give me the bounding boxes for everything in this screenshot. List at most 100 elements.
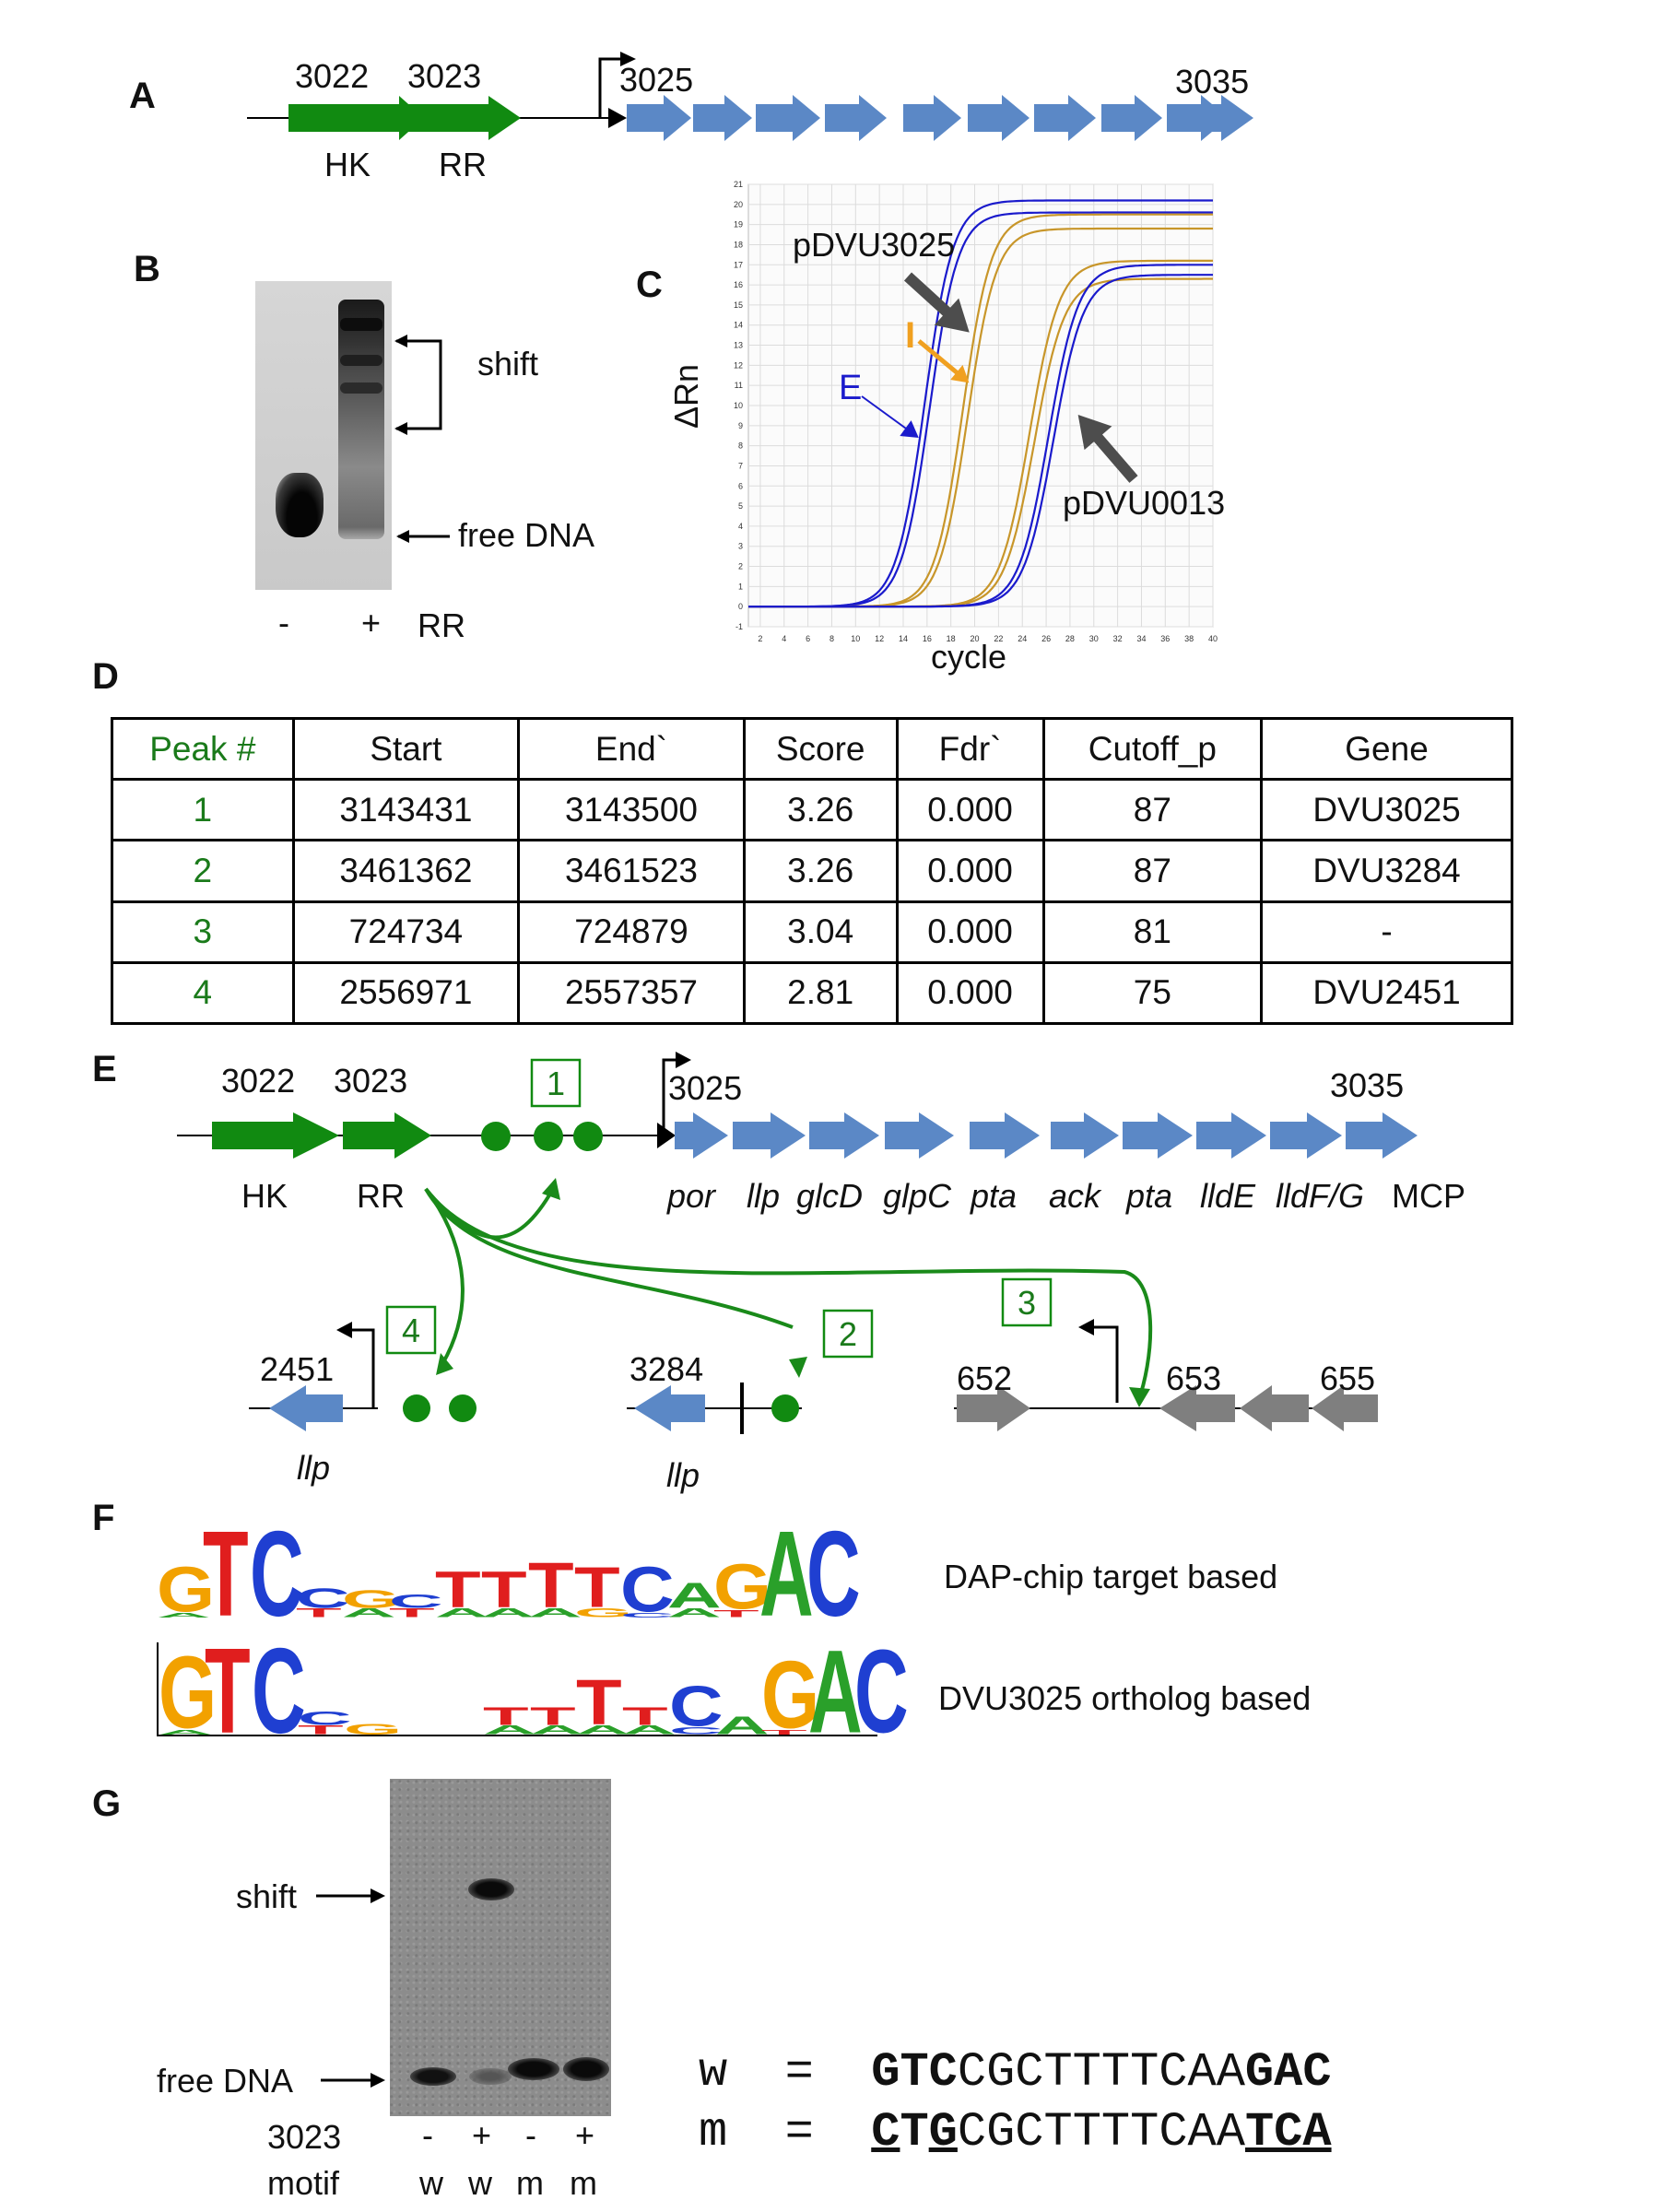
label-pdvu0013: pDVU0013 bbox=[1063, 484, 1226, 522]
tick-label-y: -1 bbox=[735, 622, 743, 631]
logo-letter: C bbox=[295, 1582, 350, 1615]
label-655: 655 bbox=[1320, 1359, 1376, 1397]
annotation-arrowhead bbox=[900, 420, 919, 438]
table-cell: 3143500 bbox=[517, 778, 746, 842]
logo-letter: A bbox=[575, 1723, 630, 1737]
tick-label-x: 2 bbox=[758, 634, 762, 643]
label-rr: RR bbox=[439, 146, 487, 183]
peaks-table: Peak # Start End` Score Fdr` Cutoff_p Ge… bbox=[111, 716, 1513, 1026]
axis-label-y: ΔRn bbox=[667, 363, 705, 429]
series-line bbox=[748, 227, 1213, 608]
logo-letter: A bbox=[529, 1723, 584, 1737]
table-cell: 81 bbox=[1041, 900, 1264, 964]
logo-letter: A bbox=[342, 1606, 396, 1620]
table-header-row: Peak # Start End` Score Fdr` Cutoff_p Ge… bbox=[111, 716, 1513, 782]
panel-label-e: E bbox=[92, 1049, 117, 1089]
tick-label-y: 5 bbox=[738, 501, 743, 511]
table-cell: 2557357 bbox=[517, 960, 746, 1026]
emsa-gel-b bbox=[255, 281, 392, 590]
table-cell: 75 bbox=[1041, 960, 1264, 1026]
logo-letter: G bbox=[342, 1584, 401, 1614]
table-cell: 3.26 bbox=[742, 778, 899, 842]
label-i: I bbox=[905, 315, 916, 356]
logo-letter: G bbox=[712, 1551, 772, 1623]
tick-label-y: 10 bbox=[734, 401, 743, 410]
lane-3023-1: - bbox=[422, 2116, 433, 2154]
sequence-m-u2: G bbox=[928, 2105, 958, 2159]
logo-letter: A bbox=[157, 1611, 211, 1619]
annotation-arrow bbox=[917, 339, 965, 380]
tick-label-x: 12 bbox=[875, 634, 884, 643]
logo-letter: T bbox=[712, 1607, 759, 1620]
row-label-3023: 3023 bbox=[267, 2118, 342, 2156]
label-3025: 3025 bbox=[619, 61, 694, 99]
tick-label-y: 0 bbox=[738, 602, 743, 611]
label-rr-e: RR bbox=[357, 1177, 405, 1215]
label-pdvu3025: pDVU3025 bbox=[793, 226, 956, 264]
header-start: Start bbox=[291, 716, 521, 782]
logo-letter: T bbox=[527, 1549, 574, 1621]
gene-label-glpc: glpC bbox=[883, 1177, 952, 1215]
table-cell: - bbox=[1260, 900, 1513, 964]
logo-letter: T bbox=[388, 1606, 435, 1620]
lane-plus-b: + bbox=[361, 604, 382, 641]
lane-rr-b: RR bbox=[418, 606, 465, 644]
logo-letter: T bbox=[483, 1701, 529, 1731]
label-shift-g: shift bbox=[236, 1877, 298, 1915]
label-hk-e: HK bbox=[241, 1177, 288, 1215]
logo-letter: A bbox=[759, 1505, 814, 1642]
sequence-m-b1: T bbox=[900, 2105, 929, 2159]
logo-letter: C bbox=[668, 1674, 724, 1739]
table-row: 2 3461362 3461523 3.26 0.000 87 DVU3284 bbox=[111, 839, 1513, 903]
table-cell: 0.000 bbox=[895, 839, 1045, 903]
label-3025-e: 3025 bbox=[668, 1069, 743, 1107]
series-line bbox=[748, 259, 1213, 608]
table-cell: 2556971 bbox=[291, 960, 521, 1026]
logo-letter: T bbox=[573, 1555, 620, 1620]
table-cell: 4 bbox=[111, 960, 295, 1026]
series-line bbox=[748, 277, 1213, 608]
tick-label-y: 18 bbox=[734, 240, 743, 249]
annotation-arrow bbox=[1083, 422, 1138, 483]
series-line bbox=[748, 264, 1213, 608]
logo-letter: G bbox=[157, 1554, 216, 1626]
tick-label-y: 2 bbox=[738, 562, 743, 571]
label-llp-3284: llp bbox=[666, 1456, 700, 1494]
logo-letter: T bbox=[481, 1560, 527, 1619]
sequence-m-mid: CGCTTTTCAA bbox=[957, 2105, 1245, 2159]
logo-letter: T bbox=[575, 1666, 622, 1738]
box-4-label: 4 bbox=[402, 1312, 421, 1349]
gene-arrow-3284 bbox=[634, 1385, 705, 1431]
gene-label-ack: ack bbox=[1049, 1177, 1101, 1215]
sequence-m: m = CTGCGCTTTTCAATCA bbox=[699, 2051, 1332, 2159]
label-3023-e: 3023 bbox=[334, 1062, 408, 1100]
header-score: Score bbox=[742, 716, 899, 782]
tick-label-y: 1 bbox=[738, 582, 743, 591]
gene-arrow-rr-e bbox=[343, 1112, 431, 1159]
sequence-m-bold2: TCA bbox=[1244, 2105, 1332, 2159]
sequence-w-mid: CGCTTTTCAA bbox=[957, 2045, 1245, 2100]
label-3284: 3284 bbox=[629, 1350, 704, 1388]
gene-label-pta-2: pta bbox=[1126, 1177, 1173, 1215]
tick-label-x: 4 bbox=[782, 634, 786, 643]
table-cell: 1 bbox=[111, 778, 295, 842]
panel-label-a: A bbox=[129, 76, 156, 116]
header-peak: Peak # bbox=[111, 716, 295, 782]
logo-letter: A bbox=[434, 1606, 489, 1620]
gene-label-por: por bbox=[667, 1177, 716, 1215]
gene-arrow-hk bbox=[288, 96, 424, 140]
sequence-m-u1: C bbox=[871, 2105, 900, 2159]
regulation-curves bbox=[424, 1187, 1153, 1402]
sequence-w: w = GTCCGCTTTTCAAGAC bbox=[699, 1991, 1332, 2100]
axis-label-x: cycle bbox=[931, 638, 1007, 676]
table-cell: 0.000 bbox=[895, 960, 1045, 1026]
gene-label-pta: pta bbox=[971, 1177, 1018, 1215]
logo-letter: G bbox=[344, 1720, 403, 1738]
table-cell: DVU3284 bbox=[1260, 839, 1513, 903]
tick-label-x: 10 bbox=[851, 634, 860, 643]
tick-label-y: 6 bbox=[738, 481, 743, 490]
table-cell: 2 bbox=[111, 839, 295, 903]
label-e: E bbox=[839, 369, 863, 407]
sequence-w-bold1: GTC bbox=[871, 2045, 958, 2100]
